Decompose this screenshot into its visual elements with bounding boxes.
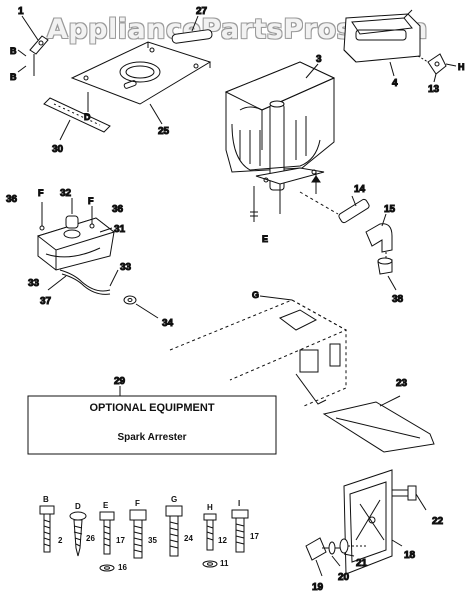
callout-36-right: 36 bbox=[112, 204, 124, 215]
hardware-letter-b: B bbox=[43, 495, 49, 504]
callout-33-right: 33 bbox=[120, 262, 132, 273]
callout-13: 13 bbox=[428, 84, 440, 95]
hardware-letter-d: D bbox=[75, 502, 81, 511]
callout-23: 23 bbox=[396, 378, 408, 389]
part-25-mount-plate bbox=[70, 41, 212, 125]
optional-equipment-title: OPTIONAL EQUIPMENT bbox=[89, 402, 215, 414]
chassis-frame bbox=[169, 295, 348, 407]
hardware-number-h: 12 bbox=[218, 536, 227, 545]
callout-19: 19 bbox=[312, 582, 324, 593]
hardware-number-b: 2 bbox=[58, 536, 63, 545]
hardware-washer-e: 16 bbox=[118, 563, 127, 572]
hardware-number-d: 26 bbox=[86, 534, 95, 543]
part-30-strip bbox=[43, 97, 111, 141]
callout-31: 31 bbox=[114, 224, 126, 235]
ref-letter-h: H bbox=[458, 62, 465, 72]
ref-letter-f-left: F bbox=[38, 188, 44, 198]
part-19-20-21-fasteners bbox=[305, 537, 366, 577]
hardware-number-g: 24 bbox=[184, 534, 193, 543]
hardware-letter-e: E bbox=[103, 501, 109, 510]
callout-25: 25 bbox=[158, 126, 170, 137]
hardware-letter-h: H bbox=[207, 503, 213, 512]
optional-equipment-box bbox=[27, 395, 277, 455]
part-22-bolt bbox=[391, 485, 427, 511]
part-18-bracket-plate bbox=[343, 469, 403, 575]
part-38-cap bbox=[377, 252, 397, 291]
callout-38: 38 bbox=[392, 294, 404, 305]
hardware-bolts bbox=[39, 505, 249, 572]
hardware-washer-h: 11 bbox=[220, 559, 229, 568]
part-31-fuel-tank bbox=[36, 198, 116, 271]
ref-letter-b-upper: B bbox=[10, 46, 17, 56]
part-13-bracket bbox=[417, 53, 457, 83]
callout-30: 30 bbox=[52, 144, 64, 155]
part-34-nut bbox=[123, 295, 159, 319]
callout-1: 1 bbox=[18, 6, 24, 17]
callout-22: 22 bbox=[432, 516, 444, 527]
ref-letter-d: D bbox=[84, 112, 91, 122]
callout-34: 34 bbox=[162, 318, 174, 329]
callout-18: 18 bbox=[404, 550, 416, 561]
ref-letter-b-lower: B bbox=[10, 72, 17, 82]
part-3-engine bbox=[224, 61, 336, 191]
callout-32: 32 bbox=[60, 188, 72, 199]
callout-4: 4 bbox=[392, 78, 398, 89]
callout-33-left: 33 bbox=[28, 278, 40, 289]
ref-letter-g: G bbox=[252, 290, 259, 300]
callout-37: 37 bbox=[40, 296, 52, 307]
hardware-number-e: 17 bbox=[116, 536, 125, 545]
optional-equipment-subtitle: Spark Arrester bbox=[117, 432, 187, 443]
callout-21: 21 bbox=[356, 558, 368, 569]
ref-letter-f-right: F bbox=[88, 196, 94, 206]
part-37-fuel-line bbox=[47, 269, 119, 295]
part-1-clip bbox=[17, 15, 49, 76]
hardware-letter-g: G bbox=[171, 495, 178, 504]
callout-36-left: 36 bbox=[6, 194, 18, 205]
part-23-plate bbox=[322, 395, 435, 453]
callout-27: 27 bbox=[196, 6, 208, 17]
part-27-rod bbox=[171, 15, 213, 44]
callout-20: 20 bbox=[338, 572, 350, 583]
callout-15: 15 bbox=[384, 204, 396, 215]
callout-3: 3 bbox=[316, 54, 322, 65]
part-15-elbow bbox=[365, 213, 393, 253]
part-14-pipe bbox=[299, 191, 370, 224]
engine-mount-arrows bbox=[250, 172, 321, 222]
hardware-number-i: 17 bbox=[250, 532, 259, 541]
callout-29: 29 bbox=[114, 376, 126, 387]
hardware-number-f: 35 bbox=[148, 536, 157, 545]
callout-14: 14 bbox=[354, 184, 366, 195]
ref-letter-e: E bbox=[262, 234, 268, 244]
part-4-housing bbox=[343, 9, 421, 77]
hardware-letter-f: F bbox=[135, 499, 140, 508]
hardware-letter-i: I bbox=[238, 499, 241, 508]
